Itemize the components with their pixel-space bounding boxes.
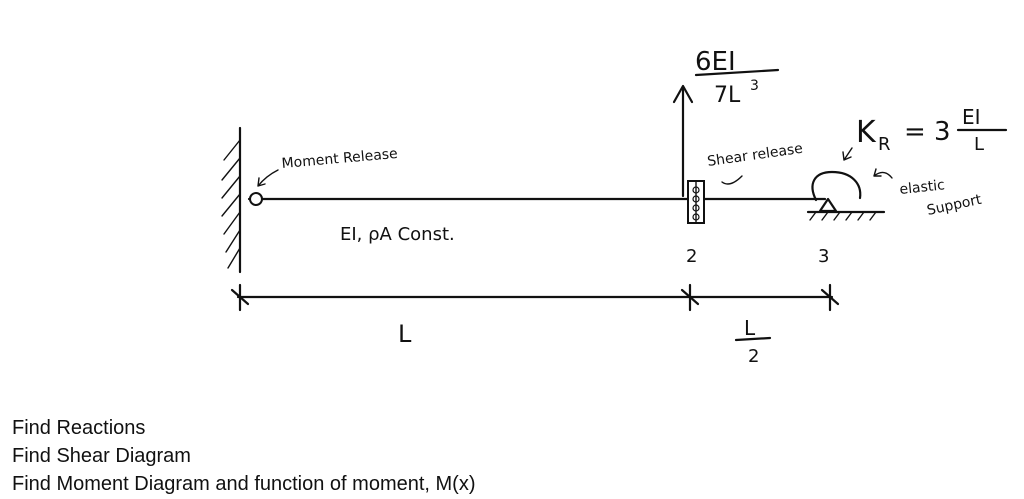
spring-stiffness-label: K R = 3 EI L <box>856 105 1008 155</box>
svg-text:R: R <box>878 134 891 155</box>
node-label-2: 2 <box>686 246 697 267</box>
node-label-3: 3 <box>818 246 829 267</box>
shear-release-device <box>687 180 705 224</box>
span-label-1: L <box>398 320 412 348</box>
task-list: Find Reactions Find Shear Diagram Find M… <box>12 414 476 498</box>
task-item-reactions: Find Reactions <box>12 417 146 439</box>
task-item-shear-diagram: Find Shear Diagram <box>12 445 191 467</box>
elastic-support-arrow <box>873 168 893 179</box>
span-label-2: L 2 <box>734 316 772 367</box>
point-load-arrow <box>672 84 694 198</box>
svg-text:L: L <box>974 134 984 155</box>
point-load-label: 6EI 7L 3 <box>694 47 780 108</box>
elastic-rotational-spring <box>811 170 862 202</box>
svg-text:7L: 7L <box>714 83 741 108</box>
svg-text:K: K <box>856 115 877 150</box>
shear-release-label: Shear release <box>706 141 804 170</box>
pin-support <box>806 197 886 221</box>
moment-release-label: Moment Release <box>281 146 398 172</box>
svg-text:3: 3 <box>750 78 759 94</box>
dimension-line <box>230 283 840 312</box>
beam-diagram: Moment Release EI, ρA Const. 6EI 7L 3 Sh… <box>221 47 1008 367</box>
svg-text:2: 2 <box>748 346 759 367</box>
elastic-support-label-line2: Support <box>926 192 984 219</box>
elastic-support-label-line1: elastic <box>899 177 946 198</box>
svg-text:EI: EI <box>962 105 981 129</box>
beam-properties-label: EI, ρA Const. <box>340 224 455 245</box>
shear-release-arrow <box>721 175 743 185</box>
fixed-wall-support <box>221 126 242 274</box>
spring-label-arrow <box>842 147 853 161</box>
moment-release-hinge <box>249 192 263 206</box>
task-item-moment-diagram: Find Moment Diagram and function of mome… <box>12 473 476 495</box>
svg-text:= 3: = 3 <box>904 117 951 147</box>
moment-release-arrow <box>257 169 279 187</box>
svg-text:L: L <box>744 316 756 340</box>
